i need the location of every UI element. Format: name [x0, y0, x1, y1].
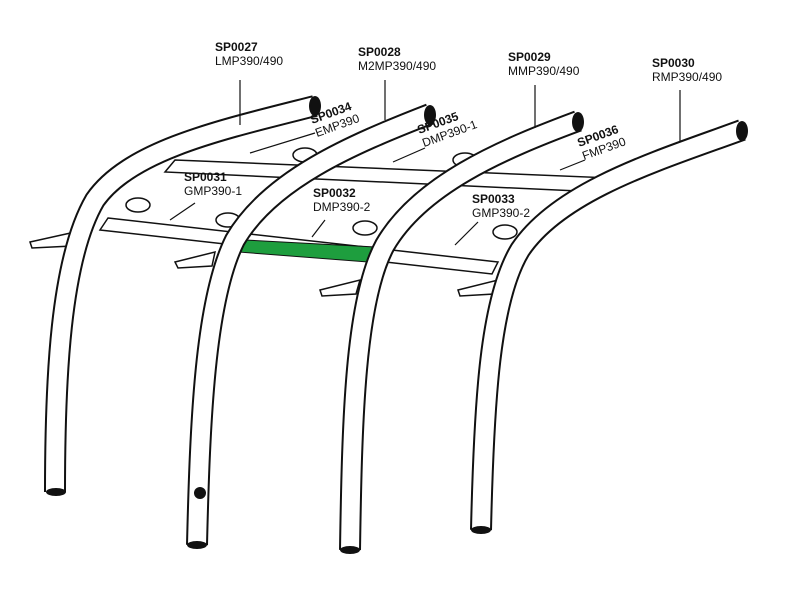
highlighted-part-sp0032[interactable] — [237, 239, 376, 263]
leader-line — [169, 202, 196, 221]
part-code: SP0027 — [215, 40, 258, 54]
part-code: SP0029 — [508, 50, 551, 64]
leader-line — [249, 132, 316, 154]
tube-foot — [187, 541, 207, 549]
clamp — [125, 197, 151, 213]
bracket — [173, 250, 216, 269]
tube-foot — [340, 546, 360, 554]
part-name: GMP390-2 — [472, 206, 531, 220]
part-name: MMP390/490 — [508, 64, 580, 78]
part-code: SP0031 — [184, 170, 227, 184]
tube-end — [572, 112, 584, 132]
tube-end — [736, 121, 748, 141]
tube-end — [424, 105, 436, 125]
leader-line — [311, 219, 326, 238]
tube-foot — [46, 488, 66, 496]
leader-line — [392, 147, 426, 163]
bracket — [319, 278, 362, 297]
leader-line — [454, 221, 479, 246]
part-name: LMP390/490 — [215, 54, 284, 68]
clamp — [352, 220, 378, 236]
tube-sp0028[interactable] — [186, 103, 434, 546]
tube-sp0027[interactable] — [44, 95, 318, 493]
tube-hole — [194, 487, 206, 499]
part-code: SP0030 — [652, 56, 695, 70]
part-code: SP0033 — [472, 192, 515, 206]
clamp — [492, 224, 518, 240]
part-code: SP0028 — [358, 45, 401, 59]
tube-sp0029[interactable] — [339, 110, 582, 551]
part-code: SP0032 — [313, 186, 356, 200]
leader-line — [559, 159, 586, 171]
tube-sp0030[interactable] — [470, 119, 746, 531]
part-name: GMP390-1 — [184, 184, 243, 198]
tube-end — [309, 96, 321, 116]
part-name: M2MP390/490 — [358, 59, 437, 73]
part-name: DMP390-2 — [313, 200, 371, 214]
part-name: RMP390/490 — [652, 70, 723, 84]
tube-foot — [471, 526, 491, 534]
